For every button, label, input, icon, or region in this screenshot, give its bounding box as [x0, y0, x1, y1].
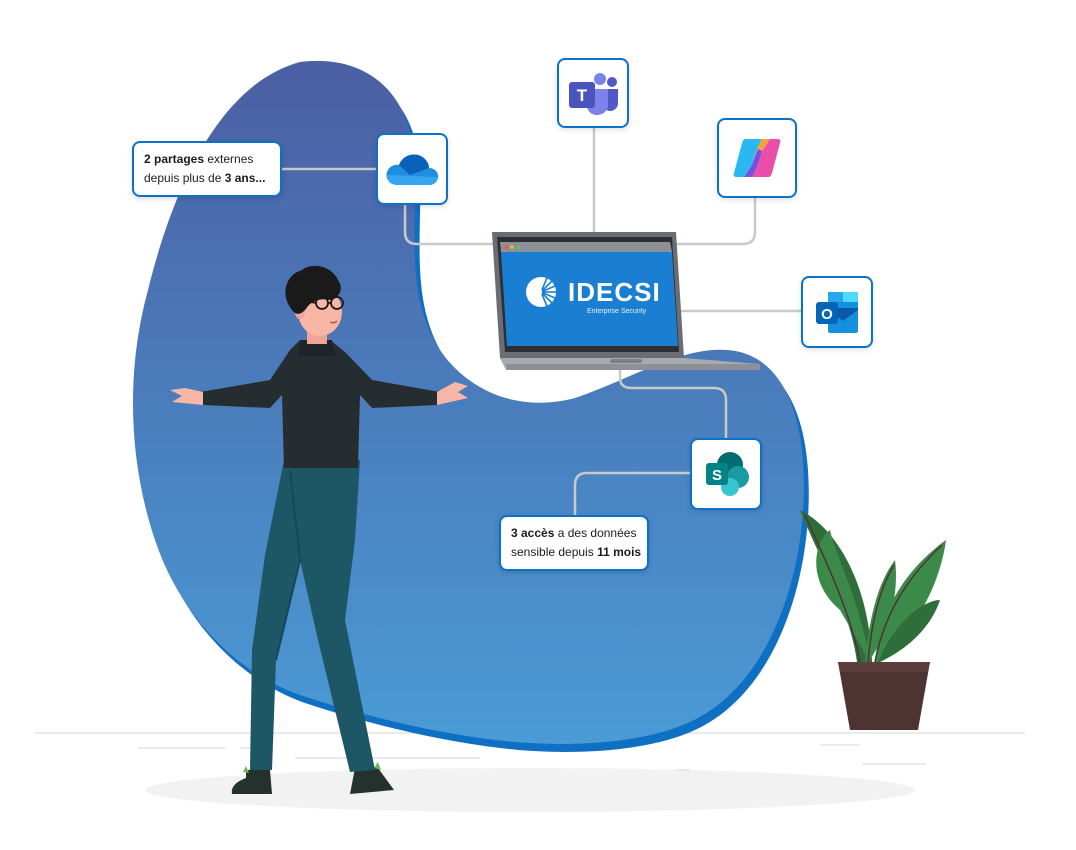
onedrive-callout-text-2: depuis plus de	[144, 171, 225, 185]
sharepoint-callout-line-1: 3 accès a des données	[511, 524, 637, 543]
onedrive-callout-text: externes	[204, 152, 254, 166]
onedrive-callout-line-1: 2 partages externes	[144, 150, 270, 169]
laptop-screen	[501, 252, 678, 346]
onedrive-icon	[386, 154, 439, 185]
copilot-app-tile	[717, 118, 797, 198]
teams-icon-letter: T	[577, 86, 588, 105]
sharepoint-callout-line-2: sensible depuis 11 mois	[511, 543, 641, 562]
sharepoint-app-tile: S	[690, 438, 762, 510]
onedrive-app-tile	[376, 133, 448, 205]
onedrive-callout-line-2: depuis plus de 3 ans...	[144, 169, 270, 188]
outlook-app-tile: O	[801, 276, 873, 348]
sharepoint-callout-text-2: sensible depuis	[511, 545, 598, 559]
idecsi-logo-icon	[526, 277, 556, 307]
outlook-icon-letter: O	[821, 306, 833, 323]
connector-lines	[280, 126, 804, 520]
onedrive-callout: 2 partages externes depuis plus de 3 ans…	[132, 141, 282, 197]
onedrive-callout-highlight-count: 2 partages	[144, 152, 205, 166]
sharepoint-callout-highlight-count: 3 accès	[511, 526, 555, 540]
onedrive-callout-highlight-duration: 3 ans...	[224, 171, 266, 185]
sharepoint-callout-highlight-duration: 11 mois	[597, 545, 642, 559]
copilot-icon	[733, 139, 781, 177]
ground-shadow	[145, 768, 915, 812]
outlook-icon: O	[816, 292, 858, 333]
sharepoint-callout-text: a des données	[554, 526, 637, 540]
teams-app-tile: T	[557, 58, 629, 128]
teams-icon: T	[569, 73, 618, 115]
sharepoint-callout: 3 accès a des données sensible depuis 11…	[499, 515, 649, 571]
sharepoint-icon-letter: S	[712, 467, 722, 484]
potted-plant	[800, 510, 946, 730]
laptop	[492, 232, 760, 370]
sharepoint-icon: S	[706, 452, 749, 496]
brand-name: IDECSI	[568, 277, 661, 307]
background-blob	[132, 60, 804, 745]
person	[170, 265, 468, 794]
brand-tagline: Enterprise Security	[587, 308, 647, 315]
